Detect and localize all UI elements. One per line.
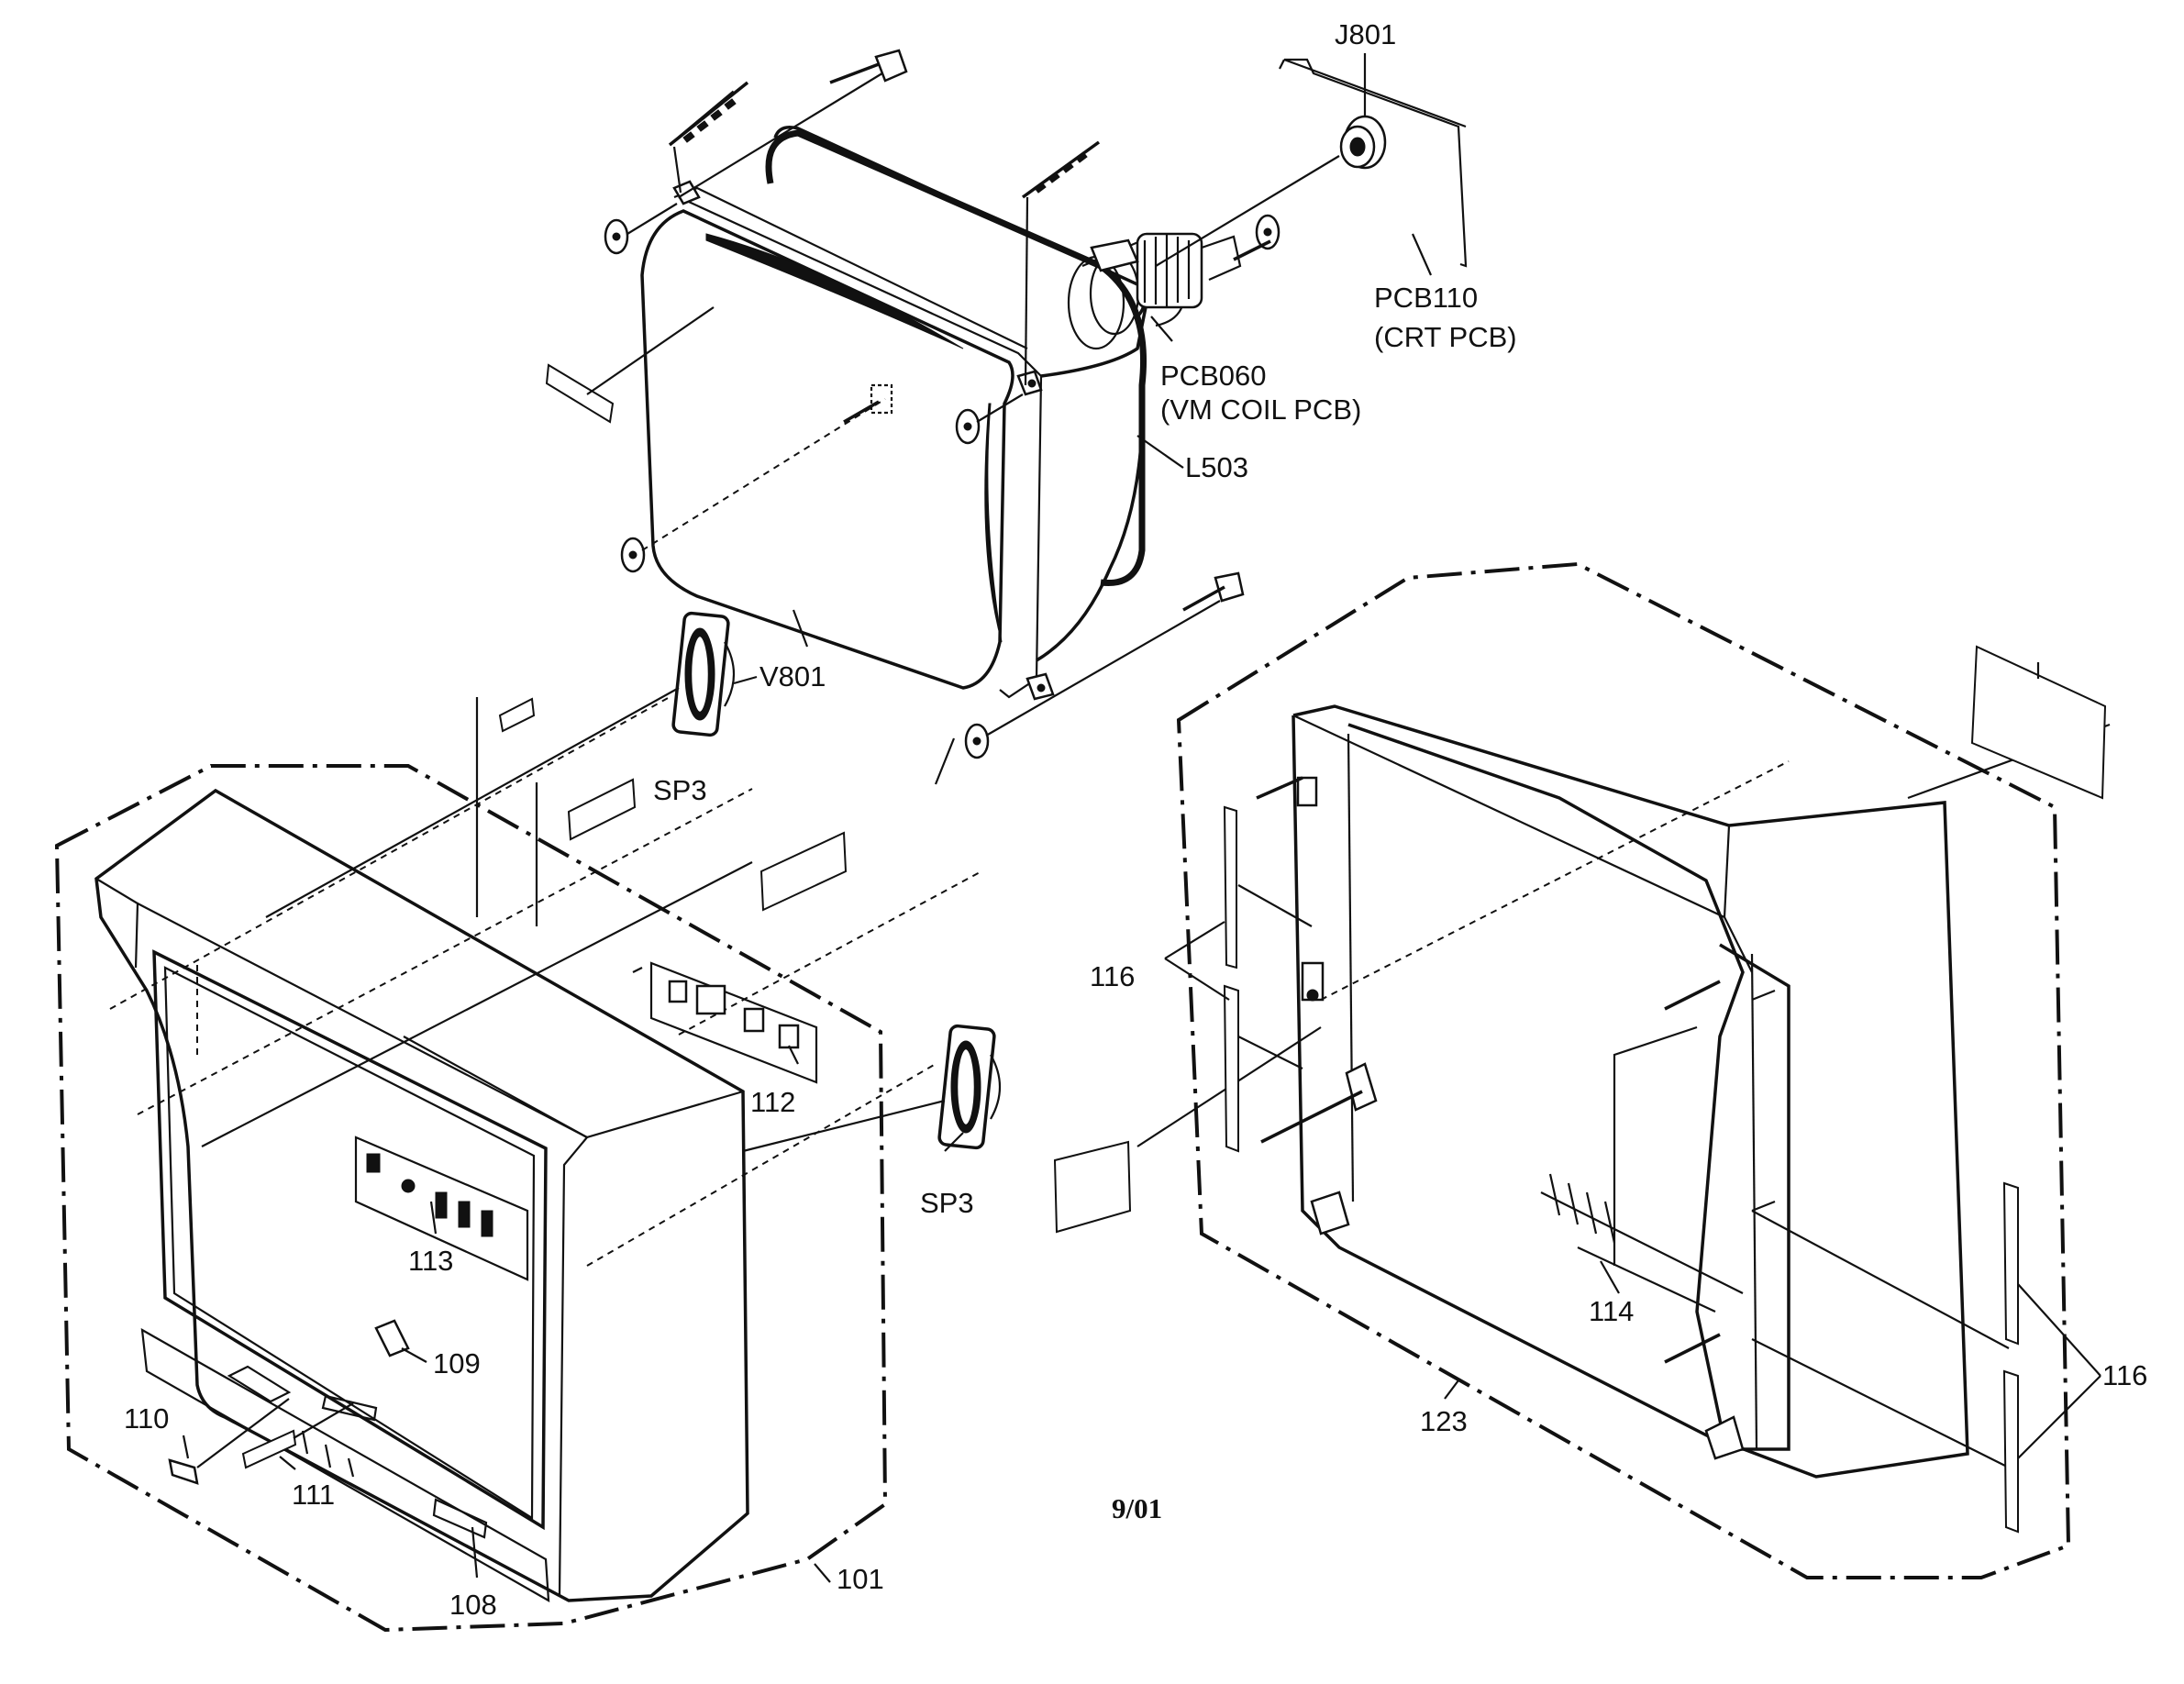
label-111 [241,1402,354,1469]
washer-left-bottom [620,383,893,573]
front-cabinet-boundary [54,764,888,1633]
mount-boss-1 [1256,776,1318,807]
label-pcb060-desc: (VM COIL PCB) [1160,393,1361,426]
crt-pcb [1155,58,1468,268]
label-109: 109 [433,1347,481,1379]
back-cabinet-boundary [1176,561,2071,1579]
date-code: 9/01 [1112,1492,1162,1524]
callouts: J801 PCB110 (CRT PCB) PCB060 (VM COIL PC… [124,18,2147,1621]
crt-face [640,209,1014,690]
crt-socket-j801 [1339,115,1387,170]
anchor-top-left [668,81,749,194]
label-123: 123 [1420,1405,1468,1437]
front-control-board-113 [354,1136,529,1281]
label-110: 110 [124,1402,169,1435]
anchor-mid [1021,140,1101,386]
label-pcb110: PCB110 [1374,282,1478,314]
label-v801: V801 [759,660,826,692]
screen-opening [152,949,548,1531]
label-sp3-lower: SP3 [920,1187,974,1219]
mount-boss-3 [1260,1062,1378,1144]
front-cabinet [54,696,982,1633]
button-110 [168,1398,290,1485]
speaker-lower-sp3 [742,1024,1001,1153]
crt-warning-label [545,363,615,424]
mount-boss-4 [1310,1191,1350,1235]
label-116-left: 116 [1090,960,1135,992]
tape-labels-front [201,697,848,1147]
label-pcb110-desc: (CRT PCB) [1374,321,1517,353]
washer-left-top [604,203,678,255]
washer-right-mid [955,393,1024,445]
label-112: 112 [750,1086,795,1118]
label-sp3-upper: SP3 [653,774,707,806]
washer-neck [1233,214,1280,261]
label-111: 111 [292,1479,335,1511]
back-cabinet [1136,561,2111,1579]
speaker-upper-sp3 [265,611,735,918]
screw-top-right [678,49,908,198]
label-j801: J801 [1335,18,1396,50]
label-101: 101 [837,1563,884,1595]
av-jack-board-112 [649,961,818,1084]
mount-boss-2 [1301,961,1325,1002]
washer-bottom [964,571,1245,759]
label-113: 113 [408,1245,453,1277]
tape-labels-back [1053,645,2107,1534]
degaussing-coil-l503 [765,129,1147,587]
label-116-right: 116 [2102,1359,2147,1391]
label-114: 114 [1589,1295,1634,1327]
label-l503: L503 [1185,451,1248,483]
power-knob-109 [374,1319,427,1363]
label-108: 108 [449,1589,497,1621]
label-pcb060: PCB060 [1160,360,1266,392]
leader-lines [182,53,2101,1583]
